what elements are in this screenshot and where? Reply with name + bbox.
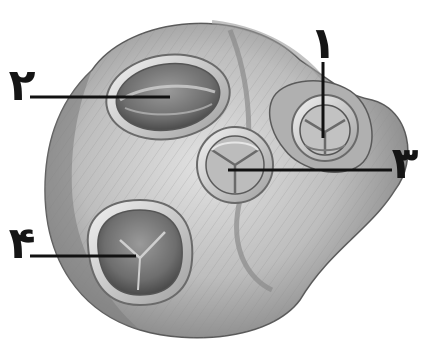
label-1: ١ (310, 18, 337, 69)
label-4: ۴ (9, 218, 36, 269)
label-3: ٣ (392, 138, 419, 189)
label-2: ٢ (9, 60, 36, 111)
valve-3 (197, 127, 273, 203)
valve-4 (88, 200, 193, 305)
